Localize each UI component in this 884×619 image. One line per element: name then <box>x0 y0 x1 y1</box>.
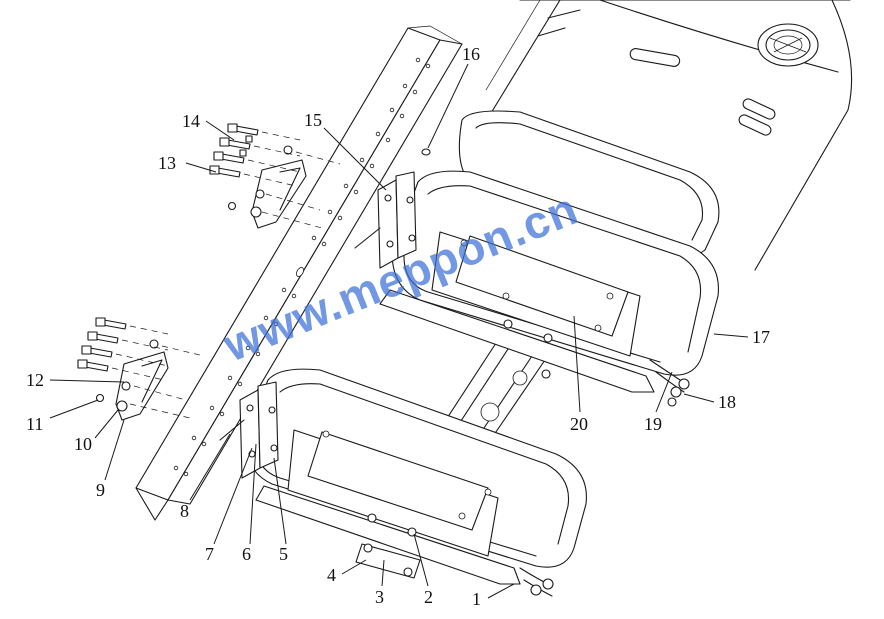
upper-small-bracket <box>227 145 341 229</box>
callout-14: 14 <box>182 111 200 131</box>
callout-8: 8 <box>180 501 189 521</box>
callout-2: 2 <box>424 587 433 607</box>
callout-5: 5 <box>279 544 288 564</box>
part-18-nuts <box>667 378 690 407</box>
callout-20: 20 <box>570 414 588 434</box>
fuel-tank <box>485 0 853 271</box>
lower-tank-bracket <box>219 368 587 597</box>
callout-15: 15 <box>304 110 322 130</box>
callout-7: 7 <box>205 544 214 564</box>
callout-10: 10 <box>74 434 92 454</box>
callout-6: 6 <box>242 544 251 564</box>
callout-16: 16 <box>462 44 480 64</box>
callout-17: 17 <box>752 327 770 347</box>
callout-13: 13 <box>158 153 176 173</box>
callout-3: 3 <box>375 587 384 607</box>
callout-11: 11 <box>26 414 43 434</box>
leader-lines <box>49 63 749 599</box>
callout-4: 4 <box>327 565 336 585</box>
callout-12: 12 <box>26 370 44 390</box>
callout-labels: 1 2 3 4 5 6 7 8 9 10 11 12 13 14 15 16 1… <box>26 44 770 609</box>
rail-holes <box>173 57 431 477</box>
frame-rail <box>135 25 463 521</box>
lower-small-bracket <box>95 339 205 421</box>
upper-bolts <box>209 123 301 187</box>
callout-1: 1 <box>472 589 481 609</box>
callout-9: 9 <box>96 480 105 500</box>
upper-tank-bracket <box>354 110 720 393</box>
lower-bolts <box>77 317 169 381</box>
callout-19: 19 <box>644 414 662 434</box>
callout-18: 18 <box>718 392 736 412</box>
part-16-rivet <box>421 148 431 156</box>
